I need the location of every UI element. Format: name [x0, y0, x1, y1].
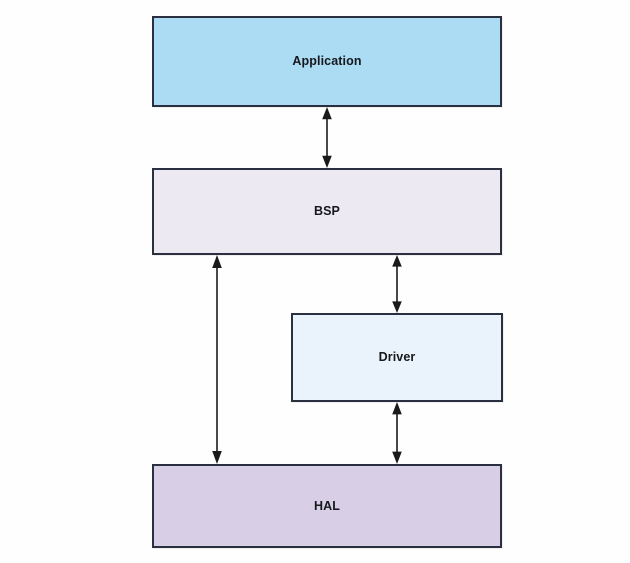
connector-driver-hal[interactable] [387, 402, 407, 464]
connector-application-bsp[interactable] [317, 107, 337, 168]
node-bsp[interactable]: BSP [152, 168, 502, 255]
double-arrow-icon [212, 255, 222, 464]
connector-bsp-driver[interactable] [387, 255, 407, 313]
double-arrow-icon [392, 402, 402, 464]
node-application[interactable]: Application [152, 16, 502, 107]
node-hal[interactable]: HAL [152, 464, 502, 548]
node-application-label: Application [292, 54, 362, 69]
double-arrow-icon [322, 107, 332, 168]
node-hal-label: HAL [314, 498, 340, 513]
node-driver-label: Driver [378, 350, 416, 365]
double-arrow-icon [392, 255, 402, 313]
node-bsp-label: BSP [313, 204, 340, 219]
node-driver[interactable]: Driver [291, 313, 503, 402]
connector-bsp-hal[interactable] [207, 255, 227, 464]
